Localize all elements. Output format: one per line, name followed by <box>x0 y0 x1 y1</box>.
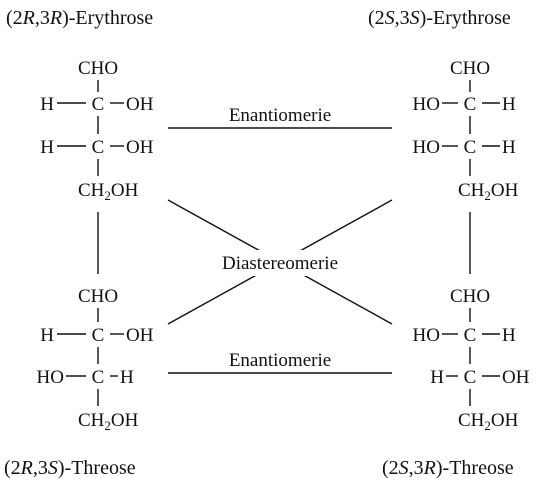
cho-group: CHO <box>78 58 118 79</box>
substituent-right-c2: OH <box>126 325 154 346</box>
label-bottom-left: (2R,3S)-Threose <box>4 457 136 479</box>
cho-group: CHO <box>450 286 490 307</box>
label-top-left: (2R,3R)-Erythrose <box>6 7 153 29</box>
substituent-left-c2: H <box>40 325 54 346</box>
substituent-left-c2: H <box>40 94 54 115</box>
carbon-2: C <box>92 325 105 346</box>
substituent-right-c3: H <box>120 367 134 388</box>
substituent-left-c3: H <box>40 137 54 158</box>
ch2oh-group: CH2OH <box>78 180 139 203</box>
substituent-left-c2: HO <box>413 94 440 115</box>
label-bottom-right: (2S,3R)-Threose <box>382 457 514 479</box>
cho-group: CHO <box>78 286 118 307</box>
molecule-erythrose-2s3s: CHO C HO H C HO H CH2OH <box>413 58 519 203</box>
carbon-2: C <box>464 94 477 115</box>
substituent-right-c3: OH <box>502 367 530 388</box>
carbon-2: C <box>92 94 105 115</box>
substituent-right-c2: OH <box>126 94 154 115</box>
carbon-3: C <box>92 137 105 158</box>
molecule-threose-2s3r: CHO C HO H C H OH CH2OH <box>413 286 530 433</box>
ch2oh-group: CH2OH <box>458 410 519 433</box>
enantiomerie-top-label: Enantiomerie <box>229 105 331 126</box>
carbon-3: C <box>464 137 477 158</box>
molecule-threose-2r3s: CHO C H OH C HO H CH2OH <box>37 286 154 433</box>
cho-group: CHO <box>450 58 490 79</box>
ch2oh-group: CH2OH <box>78 410 139 433</box>
substituent-right-c3: OH <box>126 137 154 158</box>
enantiomerie-bottom-label: Enantiomerie <box>229 350 331 371</box>
diastereomerie-label: Diastereomerie <box>222 253 338 274</box>
substituent-left-c3: HO <box>413 137 440 158</box>
carbon-3: C <box>464 367 477 388</box>
substituent-right-c2: H <box>502 325 516 346</box>
carbon-3: C <box>92 367 105 388</box>
molecule-erythrose-2r3r: CHO C H OH C H OH CH2OH <box>40 58 153 203</box>
label-top-right: (2S,3S)-Erythrose <box>368 7 511 29</box>
substituent-left-c3: H <box>430 367 444 388</box>
substituent-left-c3: HO <box>37 367 64 388</box>
carbon-2: C <box>464 325 477 346</box>
diastereomerie-label-bg <box>200 250 360 276</box>
ch2oh-group: CH2OH <box>458 180 519 203</box>
substituent-left-c2: HO <box>413 325 440 346</box>
substituent-right-c2: H <box>502 94 516 115</box>
substituent-right-c3: H <box>502 137 516 158</box>
